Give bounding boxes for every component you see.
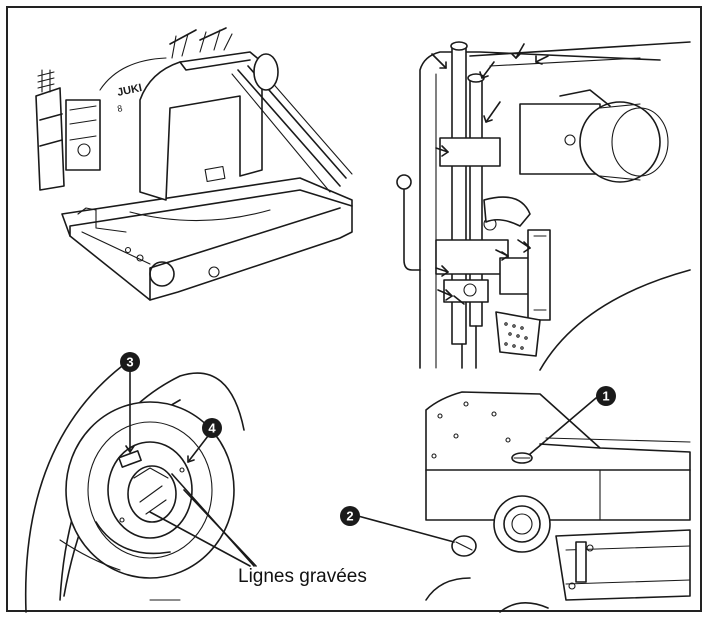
svg-text:8: 8 xyxy=(116,103,123,114)
machine-brand-label: JUKI xyxy=(116,82,143,99)
machine-bed-illustration xyxy=(425,391,691,613)
engraved-lines-leaders xyxy=(149,473,257,567)
screw-indicator-arrows xyxy=(431,43,549,305)
callout-3: 3 xyxy=(120,352,140,453)
callout-1-number: 1 xyxy=(602,389,609,404)
callout-4: 4 xyxy=(187,418,222,463)
callout-2: 2 xyxy=(340,506,455,543)
needle-bar-mechanism-illustration xyxy=(396,41,691,371)
sewing-machine-illustration: JUKI 8 xyxy=(35,27,353,301)
callout-3-number: 3 xyxy=(126,355,133,370)
callout-2-number: 2 xyxy=(346,509,353,524)
handwheel-pulley-illustration xyxy=(24,359,245,613)
engraved-lines-label: Lignes gravées xyxy=(238,566,367,587)
callout-4-number: 4 xyxy=(208,421,216,436)
callout-1: 1 xyxy=(529,386,616,455)
